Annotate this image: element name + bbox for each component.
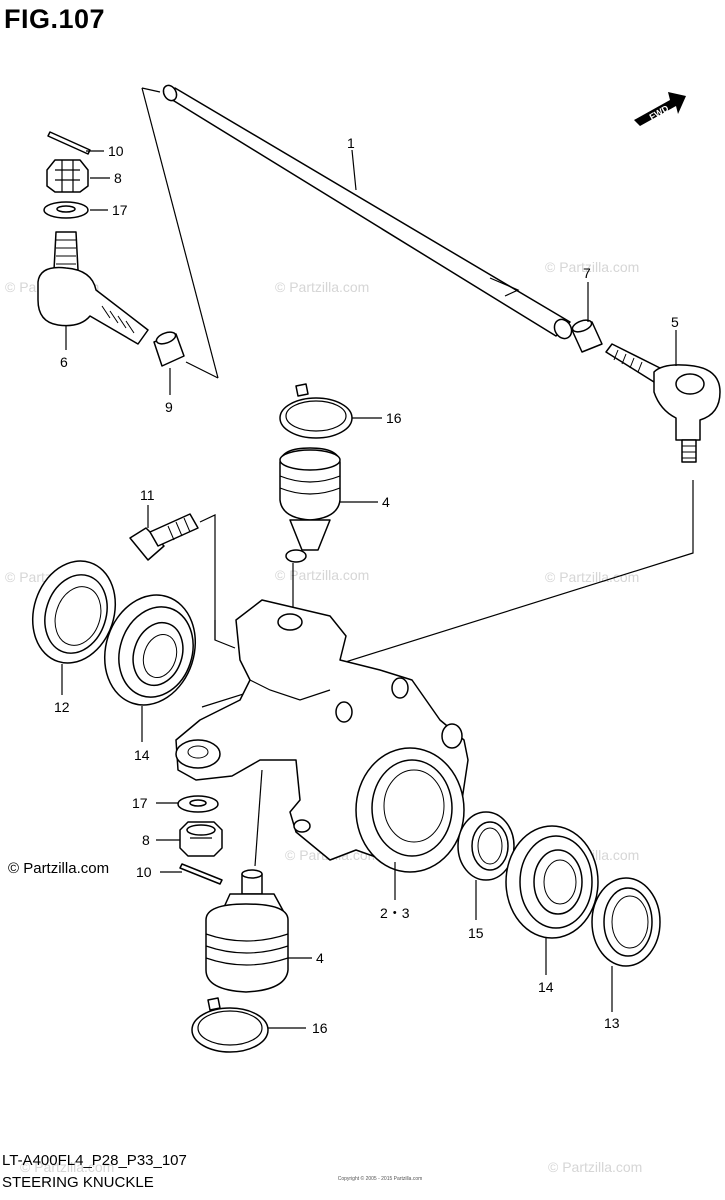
watermarks: © Partzilla.com © Partzilla.com © Partzi… [5,259,642,1175]
cotter-pin-part-10-lower [179,863,223,885]
tie-rod-part-1 [162,84,573,340]
callout-1: 1 [347,135,355,151]
bearing-part-14 [103,594,197,706]
watermark-dark: © Partzilla.com [8,860,109,877]
callout-5: 5 [671,314,679,330]
circlip-part-16 [279,383,353,439]
callout-11: 11 [140,487,155,503]
spacer-part-9 [153,331,185,367]
model-code: LT-A400FL4_P28_P33_107 [2,1152,187,1169]
callout-13: 13 [604,1015,620,1031]
callout-14-right: 14 [538,979,554,995]
bolt-part-11 [129,513,199,561]
callout-15: 15 [468,925,484,941]
callout-4: 4 [382,494,390,510]
callout-labels: 1 10 8 17 6 9 7 5 16 4 11 12 14 17 8 10 … [54,135,679,1036]
callout-16-lower: 16 [312,1020,328,1036]
callout-12: 12 [54,699,70,715]
washer-part-17 [43,201,89,219]
callout-17-lower: 17 [132,795,148,811]
assembly-lines [141,87,694,867]
washer-part-17-lower [177,795,219,813]
tie-rod-end-part-6 [37,231,149,345]
ball-joint-part-4 [279,447,341,563]
callout-16: 16 [386,410,402,426]
watermark: © Partzilla.com [275,279,369,295]
circlip-part-16-lower [191,997,269,1053]
castle-nut-part-8 [46,159,89,193]
oil-seal-part-12 [31,560,117,664]
castle-nut-part-8-lower [179,821,223,857]
cotter-pin-part-10 [47,131,91,155]
callout-7: 7 [583,265,591,281]
callout-17: 17 [112,202,128,218]
spacer-part-7 [571,319,603,353]
callout-9: 9 [165,399,173,415]
callout-10: 10 [108,143,124,159]
watermark: © Partzilla.com [545,569,639,585]
callout-8-lower: 8 [142,832,150,848]
callout-8: 8 [114,170,122,186]
callout-6: 6 [60,354,68,370]
callout-2-3: 2・3 [380,905,410,921]
watermark: © Partzilla.com [548,1159,642,1175]
ball-joint-part-4-lower [205,869,289,993]
callout-10-lower: 10 [136,864,152,880]
oil-seal-part-13 [591,877,661,967]
fwd-arrow-icon: FWD [634,92,686,126]
steering-knuckle-part-2-3 [175,599,469,873]
copyright-notice: Copyright © 2005 - 2015 Partzilla.com [337,1176,423,1182]
watermark: © Partzilla.com [275,567,369,583]
tie-rod-end-part-5 [605,343,721,463]
spacer-part-15 [457,811,515,881]
watermark: © Partzilla.com [545,259,639,275]
figure-title: FIG.107 [4,4,106,34]
callout-leaders [61,149,677,1029]
callout-4-lower: 4 [316,950,324,966]
bearing-part-14-right [505,825,599,939]
watermark: © Partzilla.com [20,1159,114,1175]
figure-name: STEERING KNUCKLE [2,1174,154,1191]
callout-14: 14 [134,747,150,763]
